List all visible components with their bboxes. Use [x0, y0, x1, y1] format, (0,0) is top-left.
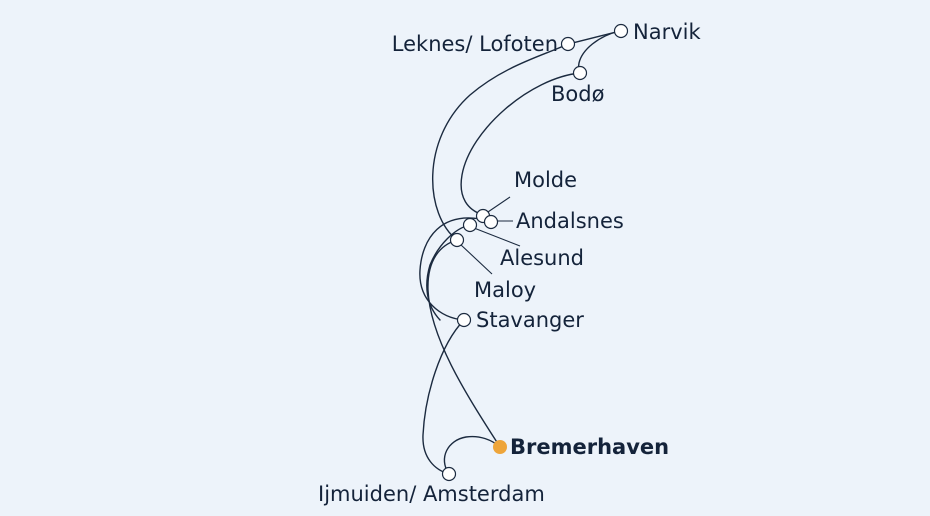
port-marker-alesund[interactable]: [462, 217, 478, 233]
route-ijmuiden-to-bremerhaven: [443, 435, 501, 475]
leader-molde: [484, 196, 511, 215]
port-marker-andalsnes[interactable]: [483, 214, 499, 230]
route-lines: [419, 30, 621, 475]
port-label-molde: Molde: [514, 168, 577, 192]
leader-maloy: [459, 243, 493, 275]
port-label-narvik: Narvik: [633, 20, 701, 44]
route-maloy-to-leknes: [432, 43, 569, 241]
port-marker-narvik[interactable]: [613, 23, 629, 39]
route-andalsnes-to-stavanger: [419, 217, 491, 321]
port-label-bremerhaven: Bremerhaven: [510, 435, 669, 459]
port-label-maloy: Maloy: [474, 278, 536, 302]
port-marker-ijmuiden[interactable]: [441, 466, 457, 482]
port-labels: Narvik Leknes/ Lofoten Bodø Molde Andals…: [318, 20, 701, 506]
port-label-stavanger: Stavanger: [476, 308, 584, 332]
port-markers: [441, 23, 629, 482]
port-marker-leknes[interactable]: [560, 36, 576, 52]
leader-alesund: [473, 227, 521, 247]
port-label-bodo: Bodø: [551, 82, 605, 106]
port-label-leknes: Leknes/ Lofoten: [392, 32, 558, 56]
route-stavanger-to-ijmuiden: [422, 319, 465, 475]
port-marker-bremerhaven[interactable]: [493, 440, 507, 454]
port-label-andalsnes: Andalsnes: [516, 209, 624, 233]
port-marker-stavanger[interactable]: [456, 312, 472, 328]
route-bodo-to-molde: [460, 72, 581, 216]
route-alesund-loop: [426, 224, 471, 321]
port-label-alesund: Alesund: [500, 246, 584, 270]
port-marker-maloy[interactable]: [449, 232, 465, 248]
route-narvik-to-bodo: [577, 30, 621, 74]
route-bremerhaven-to-maloy: [427, 239, 501, 448]
port-marker-bodo[interactable]: [572, 65, 588, 81]
port-label-ijmuiden: Ijmuiden/ Amsterdam: [318, 482, 545, 506]
